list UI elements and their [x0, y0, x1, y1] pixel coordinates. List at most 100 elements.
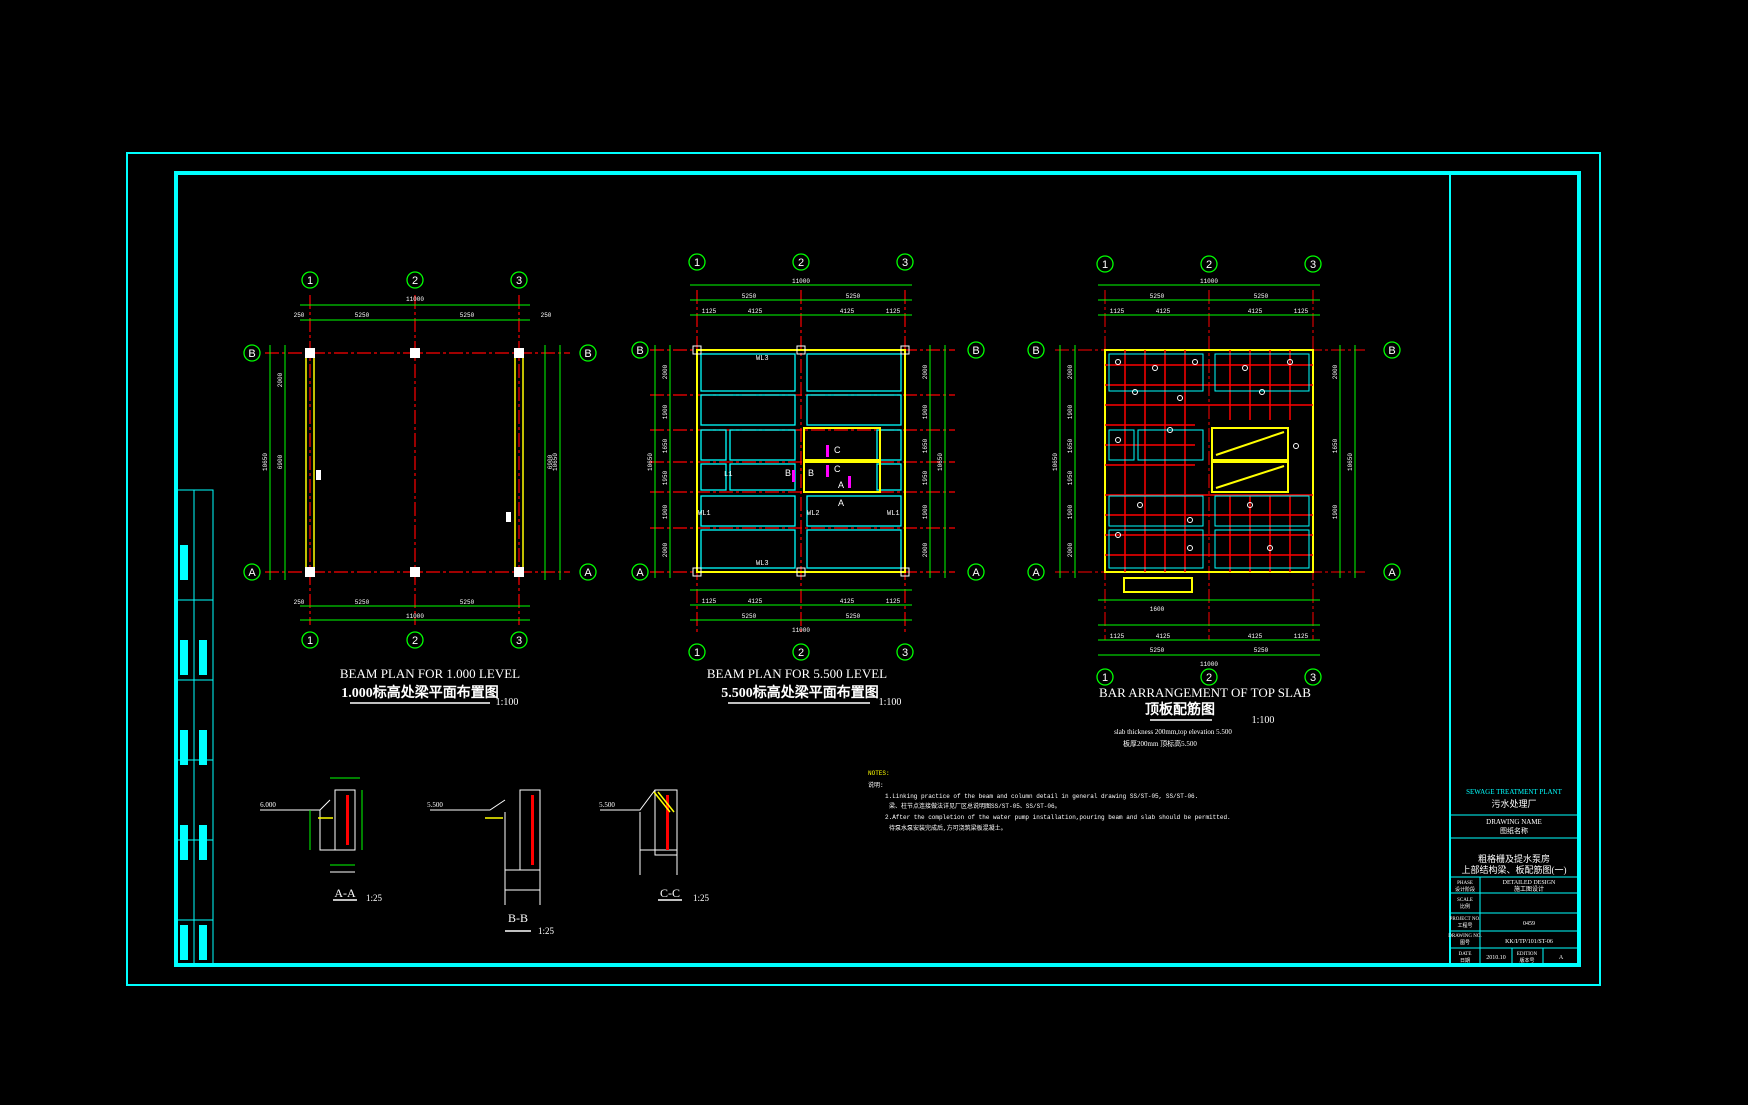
scale-label: SCALE [1457, 898, 1473, 903]
axis-b: B [636, 345, 643, 357]
dim: 1900 [1332, 504, 1339, 519]
drawing-name-label-cn: 图纸名称 [1500, 826, 1528, 835]
dim: 1125 [1294, 633, 1309, 640]
general-notes: NOTES: 说明: 1.Linking practice of the bea… [868, 770, 1231, 832]
axis-b: B [972, 345, 979, 357]
notes-heading: NOTES: [868, 770, 890, 777]
dim: 1125 [702, 308, 717, 315]
revision-strip [175, 489, 214, 966]
dim: 2000 [662, 542, 669, 557]
dim: 1900 [1067, 504, 1074, 519]
dim: 1125 [886, 308, 901, 315]
axis-a: A [1032, 567, 1040, 579]
axis-1: 1 [694, 257, 700, 269]
section-mark-a: A [838, 480, 844, 490]
beam-tag: L1 [724, 471, 732, 479]
dim: 5250 [742, 613, 757, 620]
dim: 2000 [922, 364, 929, 379]
drawing-name-line1: 粗格栅及提水泵房 [1478, 853, 1550, 864]
dim: 10650 [552, 453, 559, 471]
dim: 5250 [1254, 647, 1269, 654]
section-cc-label: C-C [660, 886, 680, 900]
project-name-cn: 污水处理厂 [1491, 798, 1536, 809]
edition-label-cn: 版本号 [1519, 957, 1534, 964]
dim: 2000 [1067, 364, 1074, 379]
section-bb-level: 5.500 [427, 801, 443, 809]
section-aa-label: A-A [334, 886, 356, 900]
axis-2: 2 [798, 257, 804, 269]
plan3-title-en: BAR ARRANGEMENT OF TOP SLAB [1099, 685, 1311, 700]
dim: 4125 [748, 598, 763, 605]
plan3-scale: 1:100 [1252, 715, 1275, 726]
axis-a: A [1388, 567, 1396, 579]
dim: 1900 [1067, 404, 1074, 419]
date-label-cn: 日期 [1460, 958, 1470, 964]
beam-plan-5500: WL3 WL1 WL2 WL1 WL3 L1 C C A A B B [631, 253, 985, 708]
axis-1: 1 [1102, 672, 1108, 684]
dim: 1650 [662, 438, 669, 453]
beam-tag: WL2 [807, 510, 820, 518]
dim: 1900 [922, 504, 929, 519]
axis-a: A [972, 567, 980, 579]
note-2-cn: 待泵水泵安装完成后,方可浇筑梁板混凝土。 [889, 824, 1007, 832]
drawing-no-label-cn: 图号 [1460, 940, 1470, 946]
axis-1: 1 [1102, 259, 1108, 271]
section-mark-b: B [808, 468, 814, 478]
axis-3: 3 [516, 635, 522, 647]
plan1-scale: 1:100 [496, 697, 519, 708]
section-mark-c: C [834, 445, 841, 455]
drawing-no: KK/I/TP/101/ST-06 [1505, 939, 1553, 945]
dim: 1650 [1067, 438, 1074, 453]
section-cc-scale: 1:25 [693, 893, 710, 903]
note-2: 2.After the completion of the water pump… [885, 814, 1231, 821]
project-name-en: SEWAGE TREATMENT PLANT [1466, 788, 1563, 796]
beam-plan-1000: 1 2 3 1 2 3 B A B A 11000 5250 5250 250 … [243, 271, 597, 708]
section-mark-c: C [834, 464, 841, 474]
axis-2: 2 [412, 635, 418, 647]
beam-tag: WL3 [756, 355, 769, 363]
project-no-label: PROJECT NO. [1450, 917, 1481, 922]
dim: 5250 [1150, 647, 1165, 654]
dim: 1600 [1150, 606, 1165, 613]
dim: 11000 [406, 613, 424, 620]
axis-b: B [248, 348, 255, 360]
dim: 5250 [355, 312, 370, 319]
dim: 1125 [1110, 633, 1125, 640]
dim: 2000 [1067, 542, 1074, 557]
dim: 250 [541, 312, 552, 319]
notes-heading-cn: 说明: [868, 781, 884, 789]
plan2-scale: 1:100 [879, 697, 902, 708]
dim: 5250 [355, 599, 370, 606]
dim: 5250 [846, 613, 861, 620]
axis-2: 2 [1206, 259, 1212, 271]
dim: 1125 [886, 598, 901, 605]
dim: 4125 [1156, 308, 1171, 315]
dim: 4125 [840, 598, 855, 605]
section-mark-a: A [838, 498, 844, 508]
section-bb-scale: 1:25 [538, 926, 555, 936]
dim: 250 [294, 312, 305, 319]
axis-3: 3 [1310, 672, 1316, 684]
dim: 6900 [547, 454, 554, 469]
section-a-a: A-A 1:25 6.000 [260, 777, 382, 903]
axis-3: 3 [516, 275, 522, 287]
dim: 1125 [702, 598, 717, 605]
section-mark-b: B [785, 468, 791, 478]
axis-b: B [1388, 345, 1395, 357]
axis-3: 3 [1310, 259, 1316, 271]
axis-b: B [1032, 345, 1039, 357]
dim: 1950 [922, 470, 929, 485]
dim: 1900 [922, 404, 929, 419]
dim: 1650 [1332, 438, 1339, 453]
plan3-title-cn: 顶板配筋图 [1145, 701, 1215, 718]
phase-label-cn: 设计阶段 [1455, 886, 1475, 893]
dim: 5250 [1254, 293, 1269, 300]
dim: 2000 [662, 364, 669, 379]
axis-a: A [248, 567, 256, 579]
section-b-b: B-B 1:25 5.500 [427, 789, 555, 936]
top-slab-bar-arrangement: 1 2 3 1 2 3 B A B A 11000 5250 5250 1125… [1027, 255, 1401, 748]
dim: 11000 [792, 278, 810, 285]
note-1: 1.Linking practice of the beam and colum… [885, 793, 1198, 800]
dim: 5250 [846, 293, 861, 300]
